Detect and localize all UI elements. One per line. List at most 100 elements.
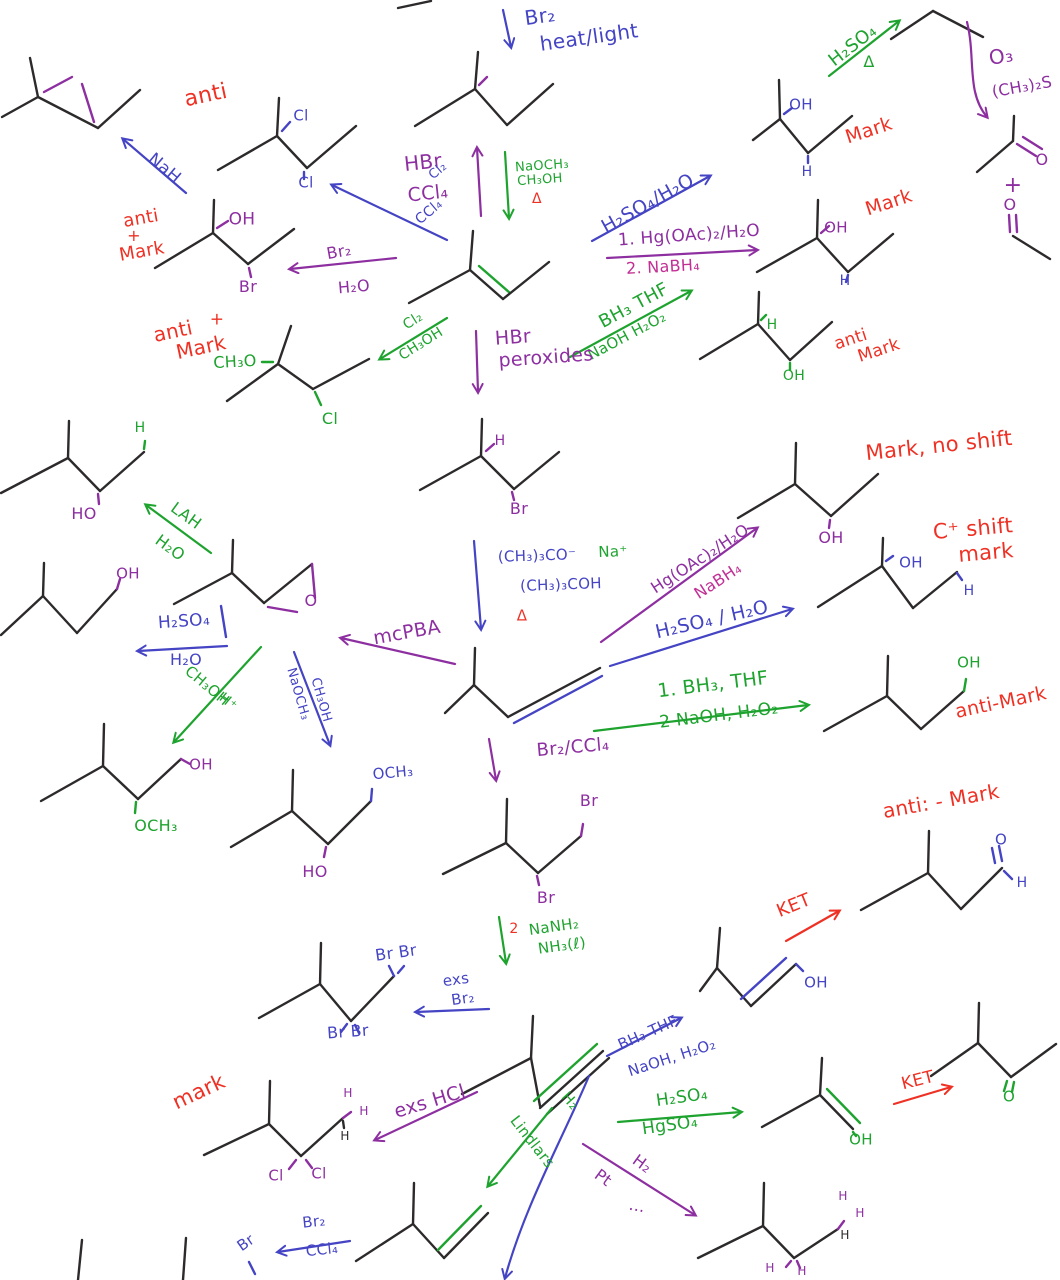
bond-stroke <box>396 0 433 10</box>
bond-stroke <box>472 646 477 687</box>
bond-stroke <box>468 229 475 272</box>
bond-stroke <box>0 95 40 119</box>
bond-stroke <box>825 1087 862 1125</box>
bond-stroke <box>756 322 792 362</box>
bond-stroke <box>216 134 279 172</box>
bond-stroke <box>880 536 885 568</box>
bond-stroke <box>215 219 230 230</box>
hydroboration-arrow-2 <box>592 700 812 733</box>
bond-stroke <box>1007 213 1012 234</box>
bond-stroke <box>818 1093 855 1131</box>
bond-stroke <box>247 1260 257 1276</box>
hgso4-hydration-arrow <box>616 1106 745 1124</box>
bond-stroke <box>246 227 296 266</box>
br2-h2o-arrow <box>286 256 398 275</box>
molecule-chloro-methyl-ether <box>225 324 371 407</box>
bond-stroke <box>751 117 782 142</box>
molecule-bracket-stroke <box>219 604 228 639</box>
bond-stroke <box>211 198 216 235</box>
bond-stroke <box>926 871 963 911</box>
bond-stroke <box>80 82 96 124</box>
bond-stroke <box>990 846 997 865</box>
bond-stroke <box>778 117 810 155</box>
molecule-aldehyde <box>859 829 1014 912</box>
bond-stroke <box>1011 234 1052 261</box>
bond-stroke <box>715 966 753 1008</box>
molecule-corner-line <box>76 1238 84 1280</box>
lah-arrow <box>143 503 213 555</box>
bond-stroke <box>1002 869 1014 881</box>
bond-stroke <box>267 1079 272 1126</box>
bond-stroke <box>795 1259 802 1270</box>
bond-stroke <box>760 1093 822 1129</box>
ket-arrow-1 <box>784 909 842 943</box>
bond-stroke <box>806 114 854 155</box>
bond-stroke <box>304 1158 314 1170</box>
tbuok-elimination-arrow <box>472 539 487 633</box>
bond-stroke <box>976 1001 981 1045</box>
molecule-primary-alcohol-left <box>0 561 122 637</box>
molecule-ozonolysis-ketone <box>975 114 1044 174</box>
bond-stroke <box>411 1181 416 1226</box>
bond-stroke <box>889 9 935 41</box>
bond-stroke <box>959 866 1004 911</box>
molecule-secondary-bromide <box>418 417 561 502</box>
molecule-markovnikov-alcohol-1 <box>751 78 854 165</box>
bond-stroke <box>538 1049 605 1110</box>
bond-stroke <box>815 198 820 240</box>
molecule-gem-dichloride <box>202 1079 353 1171</box>
bond-stroke <box>885 694 923 731</box>
bond-stroke <box>501 260 551 301</box>
bond-stroke <box>230 538 235 575</box>
bond-stroke <box>715 926 722 970</box>
bond-stroke <box>827 518 832 530</box>
bond-stroke <box>267 1122 303 1158</box>
bond-stroke <box>1021 135 1044 151</box>
bond-stroke <box>698 966 719 993</box>
naoch3-elimination-arrow <box>502 150 515 222</box>
bond-stroke <box>579 822 585 838</box>
bond-stroke <box>885 654 890 698</box>
bond-stroke <box>230 571 266 605</box>
bond-stroke <box>310 562 317 600</box>
bond-stroke <box>1002 1079 1009 1093</box>
molecule-cis-alkene <box>354 1181 490 1263</box>
bond-stroke <box>816 564 884 609</box>
bond-stroke <box>181 1236 188 1280</box>
molecule-alkyne <box>460 1014 611 1116</box>
molecule-methoxy-alcohol-b <box>229 768 374 859</box>
bond-stroke <box>822 694 889 733</box>
bond-stroke <box>755 236 819 274</box>
bond-stroke <box>529 1014 535 1060</box>
bond-stroke <box>1011 114 1016 143</box>
bond-stroke <box>851 1130 858 1138</box>
bond-stroke <box>818 1056 824 1097</box>
br2-ccl4-arrow-1 <box>487 737 501 784</box>
bond-stroke <box>1015 142 1038 158</box>
bond-stroke <box>280 120 292 133</box>
bond-stroke <box>749 962 798 1008</box>
epoxide-ch3oh-arrow <box>171 645 263 745</box>
bond-stroke <box>353 1023 361 1035</box>
molecule-vicinal-dichloride <box>216 96 358 181</box>
bond-stroke <box>504 797 509 845</box>
molecule-methyl-ketone <box>929 1001 1058 1094</box>
bond-stroke <box>311 357 371 391</box>
bond-stroke <box>225 362 280 403</box>
bond-stroke <box>545 1056 611 1116</box>
bh3-thf-arrow-1 <box>568 289 694 359</box>
bond-stroke <box>28 56 40 99</box>
bond-stroke <box>884 554 895 563</box>
bond-stroke <box>836 1219 846 1231</box>
bond-stroke <box>506 666 602 719</box>
bond-stroke <box>229 809 294 849</box>
hydration-arrow-1 <box>590 174 713 243</box>
bond-stroke <box>846 232 895 274</box>
bond-stroke <box>179 757 192 766</box>
bond-stroke <box>290 809 330 846</box>
bond-stroke <box>349 974 396 1023</box>
cl2-ccl4-arrow <box>329 182 449 242</box>
bond-stroke <box>504 841 540 875</box>
